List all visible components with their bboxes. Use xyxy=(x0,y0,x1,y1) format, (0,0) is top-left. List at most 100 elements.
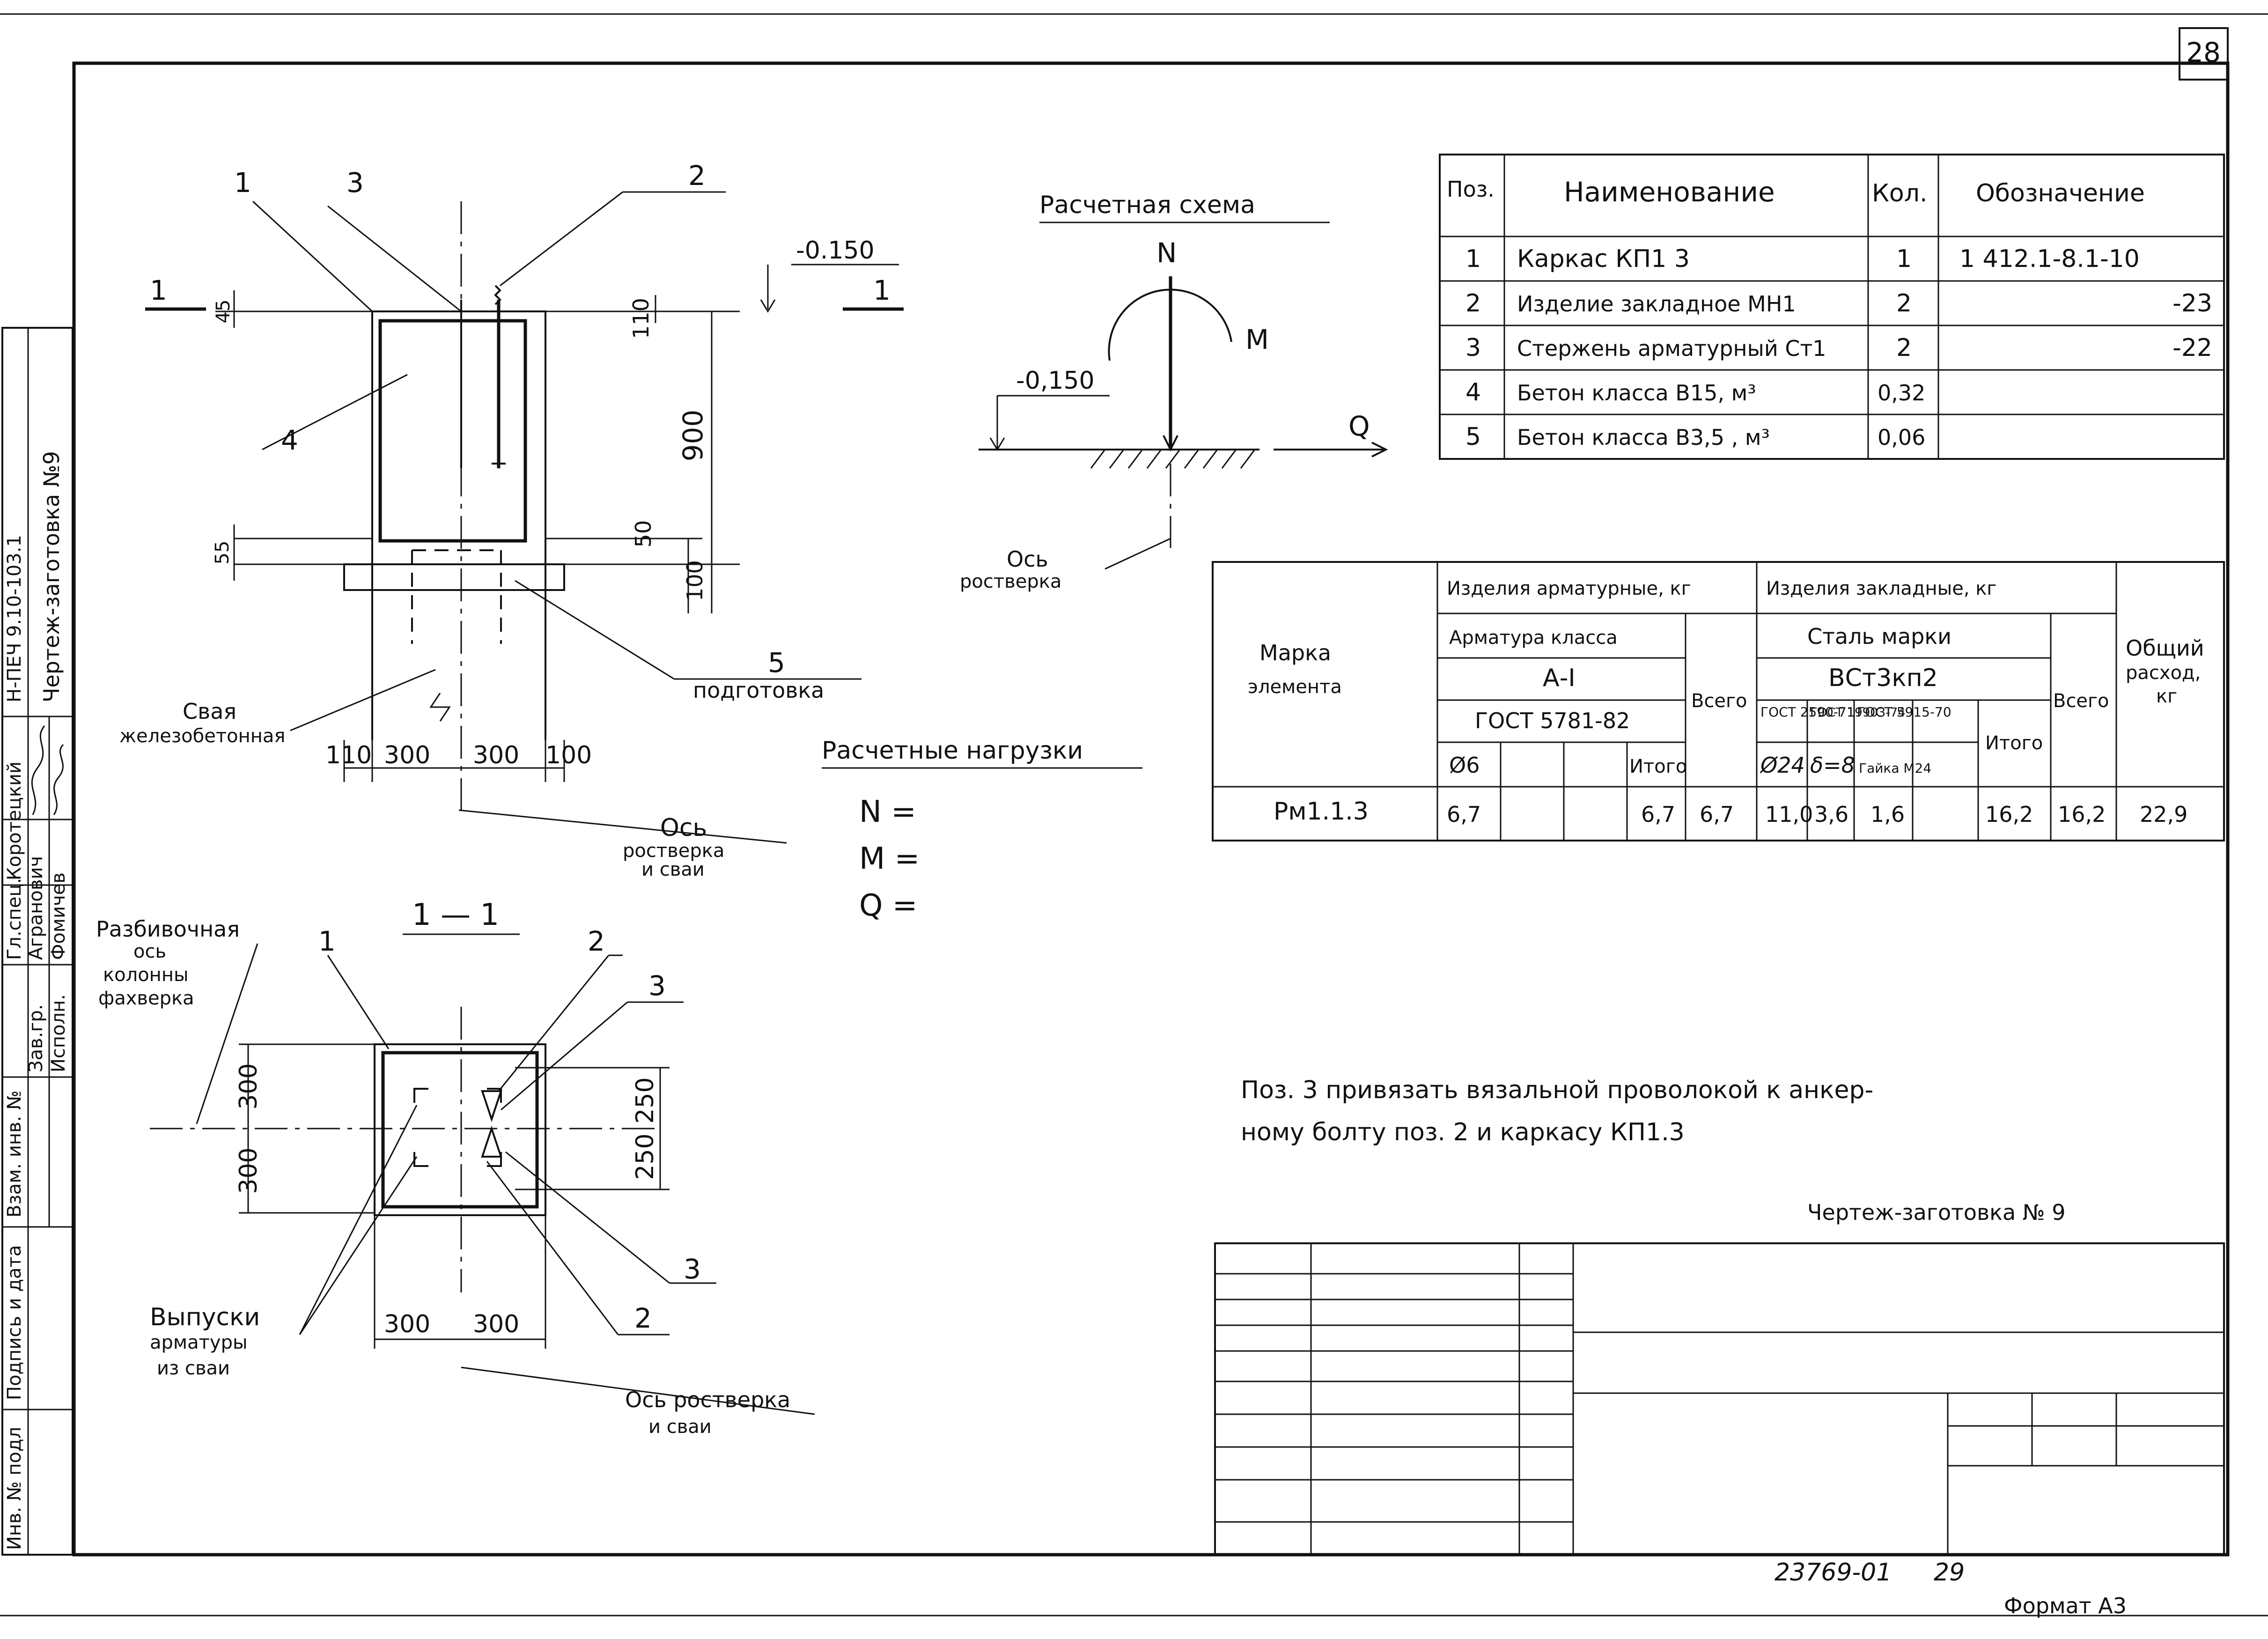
steel-row-c9: 16,2 xyxy=(1985,802,2033,827)
steel-embedded-h: Изделия закладные, кг xyxy=(1766,578,1996,599)
section-mark-left: 1 xyxy=(150,274,167,306)
page-number-box: 28 xyxy=(2179,27,2229,81)
steel-grade-val: ВСт3кп2 xyxy=(1828,664,1938,692)
steel-emb-itogo: Итого xyxy=(1985,732,2043,754)
sect-label-2: 2 xyxy=(588,925,605,957)
spec-r2-qty: 2 xyxy=(1896,289,1912,317)
spec-r3-qty: 2 xyxy=(1896,334,1912,362)
elev-dim-v-5: 100 xyxy=(682,560,707,601)
drawing-title: Чертеж-заготовка № 9 xyxy=(1807,1200,2066,1225)
sect-dim-right-1: 250 xyxy=(631,1133,659,1180)
sect-axis-bottom-2: и сваи xyxy=(648,1416,712,1438)
steel-mark-h2: элемента xyxy=(1248,676,1342,698)
stamp-role-3: Исполн. xyxy=(48,994,69,1072)
elev-label-4: 4 xyxy=(281,424,298,456)
page-number: 28 xyxy=(2186,37,2221,68)
load-m: M = xyxy=(859,842,920,876)
steel-row-c7: 3,6 xyxy=(1814,802,1848,827)
elev-prep-label: подготовка xyxy=(693,678,824,703)
steel-gost-2: ГОСТ 19903-74 xyxy=(1810,706,1906,720)
spec-r5-name: Бетон класса В3,5 , м³ xyxy=(1517,425,1770,450)
spec-r1-desig: 1 412.1-8.1-10 xyxy=(1959,245,2140,273)
stamp-role-2: Зав.гр. xyxy=(25,1004,47,1072)
loads-title: Расчетные нагрузки xyxy=(822,737,1083,765)
section-cage xyxy=(381,1051,539,1209)
pile-label-1: Свая xyxy=(183,699,236,724)
spec-r5-qty: 0,06 xyxy=(1878,425,1925,450)
spec-r4-qty: 0,32 xyxy=(1878,380,1925,406)
steel-sub-itogo: Итого xyxy=(1629,756,1687,777)
scheme-q: Q xyxy=(1348,410,1370,442)
spec-r4-pos: 4 xyxy=(1465,378,1481,406)
design-loads: Расчетные нагрузки N = M = Q = xyxy=(822,737,1142,923)
spec-h-name: Наименование xyxy=(1564,176,1775,208)
stamp-line1: Н-ПЕЧ 9.10-103.1 xyxy=(4,535,25,702)
elev-axis-1: Ось xyxy=(660,814,707,842)
steel-rebar-gost: ГОСТ 5781-82 xyxy=(1475,708,1630,733)
pile-label-2: железобетонная xyxy=(119,725,286,747)
grillage-outline xyxy=(371,310,546,565)
sect-dim-bottom-0: 300 xyxy=(384,1310,430,1338)
outlet-label-2: арматуры xyxy=(150,1332,248,1353)
cage-outline xyxy=(378,319,527,543)
scheme-axis-2: ростверка xyxy=(960,571,1061,592)
stamp-field-1: Взам. инв. № xyxy=(4,1090,25,1218)
spec-r3-name: Стержень арматурный Ст1 xyxy=(1517,336,1826,361)
spec-r1-name: Каркас КП1 3 xyxy=(1517,245,1690,273)
scheme-axis-1: Ось xyxy=(1007,546,1048,572)
spec-r5-pos: 5 xyxy=(1465,423,1481,451)
steel-overall-1: Общий xyxy=(2126,635,2204,661)
steel-row-c11: 22,9 xyxy=(2140,802,2187,827)
spec-r1-qty: 1 xyxy=(1896,245,1912,273)
design-scheme: Расчетная схема N M Q -0,150 Ось роствер… xyxy=(960,191,1388,592)
sect-axis-left-1: Разбивочная xyxy=(96,916,240,942)
signature-2 xyxy=(53,744,64,815)
note-line-2: ному болту поз. 2 и каркасу КП1.3 xyxy=(1241,1118,1685,1146)
steel-sub-d24: Ø24 xyxy=(1760,753,1805,778)
left-stamp: Н-ПЕЧ 9.10-103.1 Чертеж-заготовка №9 Гл.… xyxy=(1,327,74,1556)
stamp-field-2: Подпись и дата xyxy=(4,1245,25,1400)
footer-page: 29 xyxy=(1934,1558,1965,1587)
steel-overall-2: расход, xyxy=(2126,662,2201,684)
steel-rebar-class-val: А-I xyxy=(1543,664,1576,692)
steel-mark-h1: Марка xyxy=(1259,640,1331,665)
elev-dim-v-2: 900 xyxy=(677,410,709,462)
steel-emb-total: Всего xyxy=(2053,690,2109,712)
elev-dim-v-1: 110 xyxy=(628,298,654,339)
steel-sub-d8: δ=8 xyxy=(1810,753,1855,778)
footer-code: 23769-01 xyxy=(1775,1558,1892,1587)
steel-overall-3: кг xyxy=(2156,686,2177,707)
scheme-n: N xyxy=(1156,237,1177,269)
elev-label-1: 1 xyxy=(234,167,251,199)
sect-axis-left-2: ось xyxy=(133,941,166,962)
steel-sub-d6: Ø6 xyxy=(1449,753,1480,778)
stamp-name-1: Коротецкий xyxy=(4,761,25,880)
steel-rebar-h: Изделия арматурные, кг xyxy=(1447,578,1691,599)
sect-dim-left-0: 300 xyxy=(235,1063,263,1109)
elev-axis-2: ростверка xyxy=(623,840,724,862)
elev-dim-h-2: 300 xyxy=(473,741,519,769)
steel-row-c10: 16,2 xyxy=(2058,802,2106,827)
elev-dim-h-0: 110 xyxy=(325,741,372,769)
elevation-view: 45 110 900 55 50 100 -0.150 1 1 1 3 2 4 … xyxy=(119,160,904,880)
sect-axis-bottom-1: Ось ростверка xyxy=(625,1387,790,1412)
steel-row-c6: 11,0 xyxy=(1765,802,1813,827)
steel-gost-3: ГОСТ 5915-70 xyxy=(1857,704,1951,720)
section-outline xyxy=(374,1043,546,1216)
sect-label-2b: 2 xyxy=(634,1302,652,1334)
stamp-field-3: Инв. № подл xyxy=(4,1427,25,1550)
outlet-label-1: Выпуски xyxy=(150,1303,260,1331)
elev-dim-v-0: 45 xyxy=(213,300,234,324)
section-title: 1 — 1 xyxy=(412,898,499,932)
stamp-role-1: Гл.спец. xyxy=(4,878,25,960)
load-n: N = xyxy=(859,795,916,829)
sect-dim-bottom-1: 300 xyxy=(473,1310,519,1338)
stamp-line2: Чертеж-заготовка №9 xyxy=(39,451,64,702)
spec-r2-desig: -23 xyxy=(2172,289,2212,317)
scheme-m: M xyxy=(1245,324,1269,355)
steel-row-c4: 6,7 xyxy=(1641,802,1675,827)
spec-r1-pos: 1 xyxy=(1465,245,1481,273)
spec-r2-name: Изделие закладное МН1 xyxy=(1517,291,1796,317)
steel-row-c1: 6,7 xyxy=(1447,802,1481,827)
prep-slab xyxy=(343,563,565,591)
